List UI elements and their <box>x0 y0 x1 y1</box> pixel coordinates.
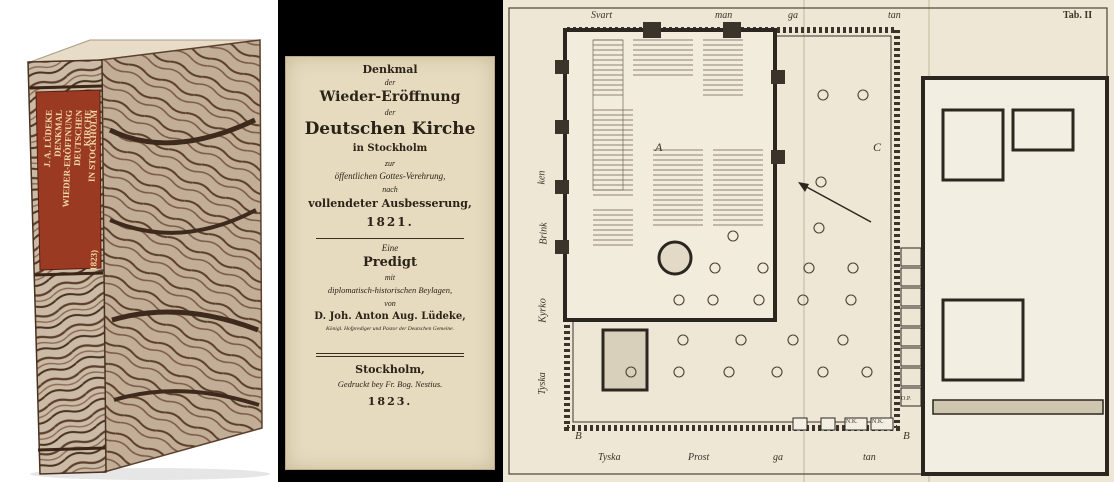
plan-letter-b-right: B <box>903 430 910 442</box>
box-label-1: N.K. <box>846 419 858 425</box>
spine-text-1: J. A. LÜDEKE <box>42 110 54 168</box>
pew-block <box>703 39 743 96</box>
tree-icon <box>753 294 765 306</box>
tree-icon <box>677 334 689 346</box>
title-line-3: Wieder-Eröffnung <box>319 89 461 105</box>
spine-text-9: (1823) <box>88 250 99 274</box>
plan-letter-a: A <box>655 140 663 154</box>
tree-icon <box>817 366 829 378</box>
pew-block <box>593 39 623 96</box>
title-line-21: 1823. <box>367 395 413 408</box>
tree-icon <box>787 334 799 346</box>
tree-icon <box>797 294 809 306</box>
plan-tab-label: Tab. II <box>1063 10 1093 21</box>
title-line-2: der <box>384 78 396 87</box>
tree-icon <box>857 89 869 101</box>
title-line-11: 1821. <box>366 215 414 229</box>
street-top-4: tan <box>888 10 901 21</box>
spine-text-2: DENKMAL <box>52 110 64 157</box>
title-line-4: der <box>384 108 396 117</box>
street-bottom-2: Prost <box>688 452 710 463</box>
spine-text-8: IN STOCKHOLM <box>86 109 99 182</box>
tree-icon <box>845 294 857 306</box>
title-line-19: Stockholm, <box>355 363 425 376</box>
tree-icon <box>735 334 747 346</box>
title-line-15: diplomatisch-historischen Beylagen, <box>327 285 453 295</box>
tree-icon <box>771 366 783 378</box>
title-line-14: mit <box>384 273 396 282</box>
title-line-17: D. Joh. Anton Aug. Lüdeke, <box>314 311 466 322</box>
tree-icon <box>727 230 739 242</box>
street-top-3: ga <box>788 10 798 21</box>
plan-letter-c: C <box>873 140 882 154</box>
tree-icon <box>817 89 829 101</box>
box-label-2: N.K. <box>872 419 884 425</box>
title-line-8: öffentlichen Gottes-Verehrung, <box>334 171 446 181</box>
title-line-7: zur <box>384 159 396 168</box>
title-line-12: Eine <box>381 243 399 253</box>
title-line-13: Predigt <box>362 255 418 270</box>
title-line-18: Königl. Hofprediger und Pastor der Deuts… <box>325 326 455 332</box>
title-line-5: Deutschen Kirche <box>304 119 476 139</box>
spine-text-4: WIEDER-ERÖFFNUNG <box>61 110 74 208</box>
street-left-3: Brink <box>538 222 550 245</box>
street-left-4: ken <box>536 170 548 185</box>
tree-icon <box>803 262 815 274</box>
pew-block <box>593 209 633 246</box>
tree-icon <box>625 366 637 378</box>
tree-icon <box>709 262 721 274</box>
pew-block <box>593 109 633 196</box>
street-top-1: Svart <box>591 10 613 21</box>
tree-icon <box>707 294 719 306</box>
title-divider-1 <box>316 238 464 239</box>
tree-icon <box>815 176 827 188</box>
tree-icon <box>847 262 859 274</box>
tree-icon <box>723 366 735 378</box>
title-line-1: Denkmal <box>362 63 418 76</box>
book-illustration: J. A. LÜDEKE DENKMAL WIEDER-ERÖFFNUNG DE… <box>27 39 270 480</box>
tree-icon <box>673 366 685 378</box>
street-bottom-1: Tyska <box>598 452 621 463</box>
title-page-paper: Denkmal der Wieder-Eröffnung der Deutsch… <box>285 56 495 470</box>
title-divider-2 <box>316 353 464 354</box>
title-line-16: von <box>384 299 396 308</box>
title-line-10: vollendeter Ausbesserung, <box>308 197 472 210</box>
pew-block <box>713 149 763 226</box>
tree-icon <box>757 262 769 274</box>
plan-letter-b-left: B <box>575 430 582 442</box>
street-bottom-3: ga <box>773 452 783 463</box>
tree-icon <box>673 294 685 306</box>
title-line-6: in Stockholm <box>352 143 428 154</box>
plan-drawing <box>508 0 1109 482</box>
street-left-1: Tyska <box>536 372 548 395</box>
title-line-9: nach <box>382 185 398 194</box>
pew-block <box>633 39 693 76</box>
street-top-2: man <box>715 10 733 21</box>
church-floor-plan: Tab. II Svart man ga tan Tyska Prost ga … <box>503 0 1114 482</box>
spine-label: J. A. LÜDEKE DENKMAL WIEDER-ERÖFFNUNG DE… <box>42 109 99 274</box>
tree-icon <box>837 334 849 346</box>
tree-icon <box>861 366 873 378</box>
street-left-2: Kyrko <box>537 298 549 323</box>
title-line-20: Gedruckt bey Fr. Bog. Nestius. <box>337 379 443 389</box>
pews <box>593 39 763 246</box>
spine-text-6: DEUTSCHEN <box>72 109 84 166</box>
spine-text-7: KIRCHE <box>82 110 93 147</box>
title-divider-3 <box>316 356 464 357</box>
pew-block <box>653 149 703 226</box>
street-bottom-4: tan <box>863 452 876 463</box>
north-arrow <box>802 184 872 223</box>
trees <box>625 89 873 378</box>
box-label-3: O.P. <box>901 396 912 402</box>
title-page-photo: Denkmal der Wieder-Eröffnung der Deutsch… <box>278 0 503 482</box>
book-photo: J. A. LÜDEKE DENKMAL WIEDER-ERÖFFNUNG DE… <box>0 0 278 482</box>
tree-icon <box>813 222 825 234</box>
